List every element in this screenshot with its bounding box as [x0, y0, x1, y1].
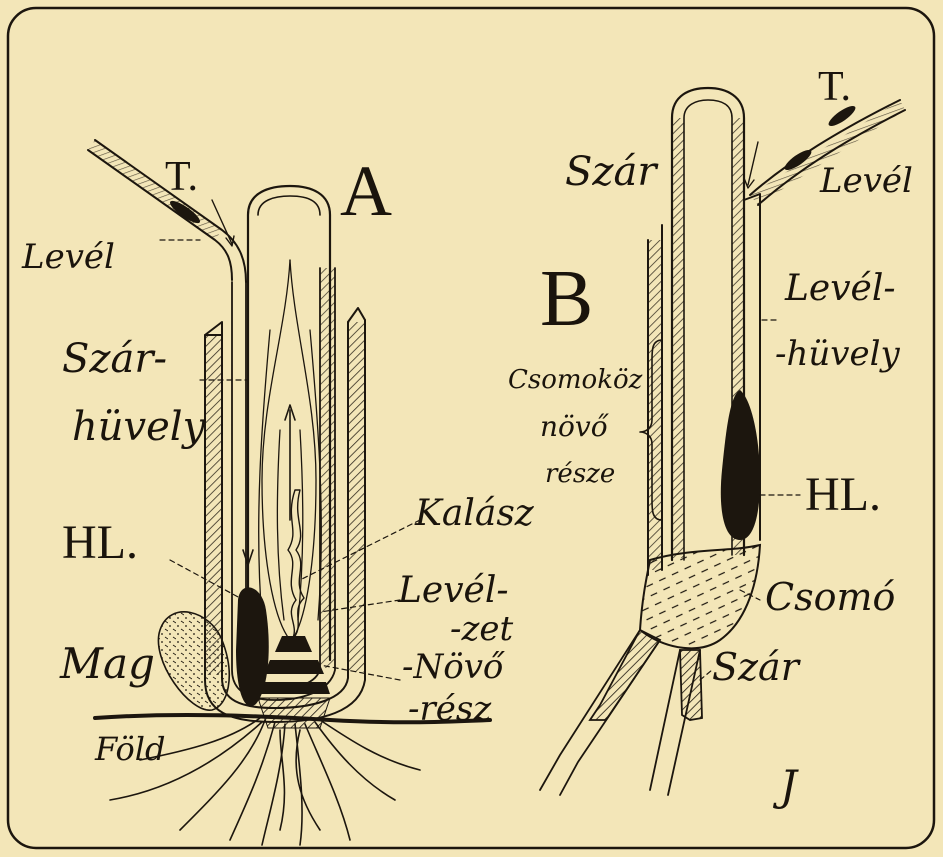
- label-csomokoz-3: része: [545, 459, 615, 489]
- label-novoresz-2: -rész: [408, 689, 492, 729]
- label-levelzet-2: -zet: [450, 609, 514, 649]
- label-szar-huvely-1: Szár-: [62, 336, 167, 382]
- label-t-b2: T.: [818, 64, 851, 110]
- label-t-a: T.: [165, 154, 198, 200]
- hl-body-b: [721, 390, 760, 540]
- label-szar-huvely-2: hüvely: [72, 404, 207, 450]
- label-szar-bottom: Szár: [712, 645, 802, 689]
- label-fold: Föld: [94, 730, 165, 768]
- label-levelhuvely-1: Levél-: [784, 268, 896, 309]
- label-szar-top: Szár: [565, 149, 659, 195]
- label-levelzet-1: Levél-: [397, 570, 509, 611]
- label-novoresz-1: -Növő: [402, 647, 505, 687]
- label-csomokoz-2: növő: [540, 410, 610, 443]
- node-csomo: [640, 545, 760, 648]
- label-hl-b: HL.: [805, 468, 881, 521]
- label-hl-a: HL.: [62, 516, 138, 569]
- lower-stem-b: [540, 630, 702, 795]
- artist-signature: J: [772, 761, 799, 810]
- label-csomokoz-1: Csomoköz: [508, 365, 643, 395]
- label-level-b: Levél: [819, 161, 913, 201]
- panel-b-letter: B: [540, 255, 593, 343]
- label-kalasz: Kalász: [414, 493, 535, 534]
- label-csomo: Csomó: [765, 575, 895, 619]
- label-levelhuvely-2: -hüvely: [775, 334, 900, 374]
- label-mag: Mag: [59, 639, 155, 688]
- label-level-a: Levél: [21, 237, 115, 277]
- panel-a-letter: A: [340, 151, 392, 231]
